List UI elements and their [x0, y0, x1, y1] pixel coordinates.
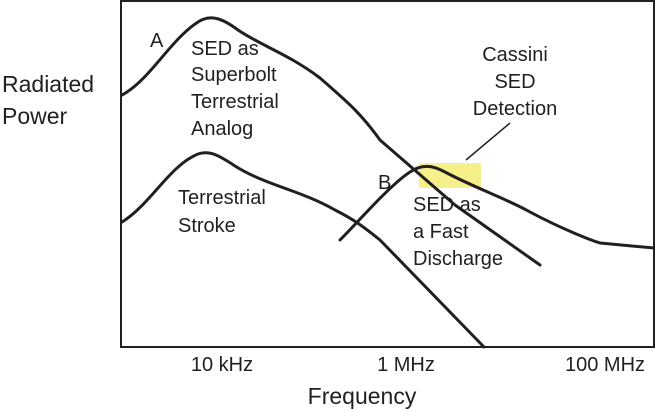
curve-terrestrial-stroke [120, 151, 486, 349]
superbolt-label: SED as Superbolt Terrestrial Analog [191, 38, 279, 140]
superbolt-line-2: Superbolt [191, 64, 277, 86]
superbolt-line-3: Terrestrial [191, 91, 279, 113]
x-tick-1mhz: 1 MHz [377, 354, 435, 376]
y-axis-label-line-1: Radiated [2, 71, 94, 97]
curve-b-fast-discharge [338, 164, 655, 250]
cassini-label: Cassini SED Detection [473, 44, 558, 120]
fast-discharge-line-1: SED as [413, 194, 481, 216]
terrestrial-stroke-label: Terrestrial Stroke [178, 187, 266, 237]
curve-b-marker: B [378, 172, 391, 194]
y-axis-label-line-2: Power [2, 103, 68, 129]
curve-a-superbolt [120, 16, 542, 267]
fast-discharge-label: SED as a Fast Discharge [413, 194, 503, 270]
y-axis-label: Radiated Power [2, 71, 94, 129]
fast-discharge-line-2: a Fast [413, 221, 469, 243]
superbolt-line-4: Analog [191, 118, 253, 140]
terrestrial-line-2: Stroke [178, 215, 236, 237]
x-axis-label: Frequency [308, 383, 417, 409]
cassini-line-2: SED [494, 71, 535, 93]
fast-discharge-line-3: Discharge [413, 248, 503, 270]
curve-a-marker: A [150, 30, 164, 52]
cassini-line-1: Cassini [482, 44, 548, 66]
x-tick-10khz: 10 kHz [191, 354, 253, 376]
plot-frame [120, 0, 655, 348]
cassini-leader-line [465, 122, 511, 161]
terrestrial-line-1: Terrestrial [178, 187, 266, 209]
x-tick-100mhz: 100 MHz [565, 354, 645, 376]
cassini-line-3: Detection [473, 98, 558, 120]
superbolt-line-1: SED as [191, 38, 259, 60]
